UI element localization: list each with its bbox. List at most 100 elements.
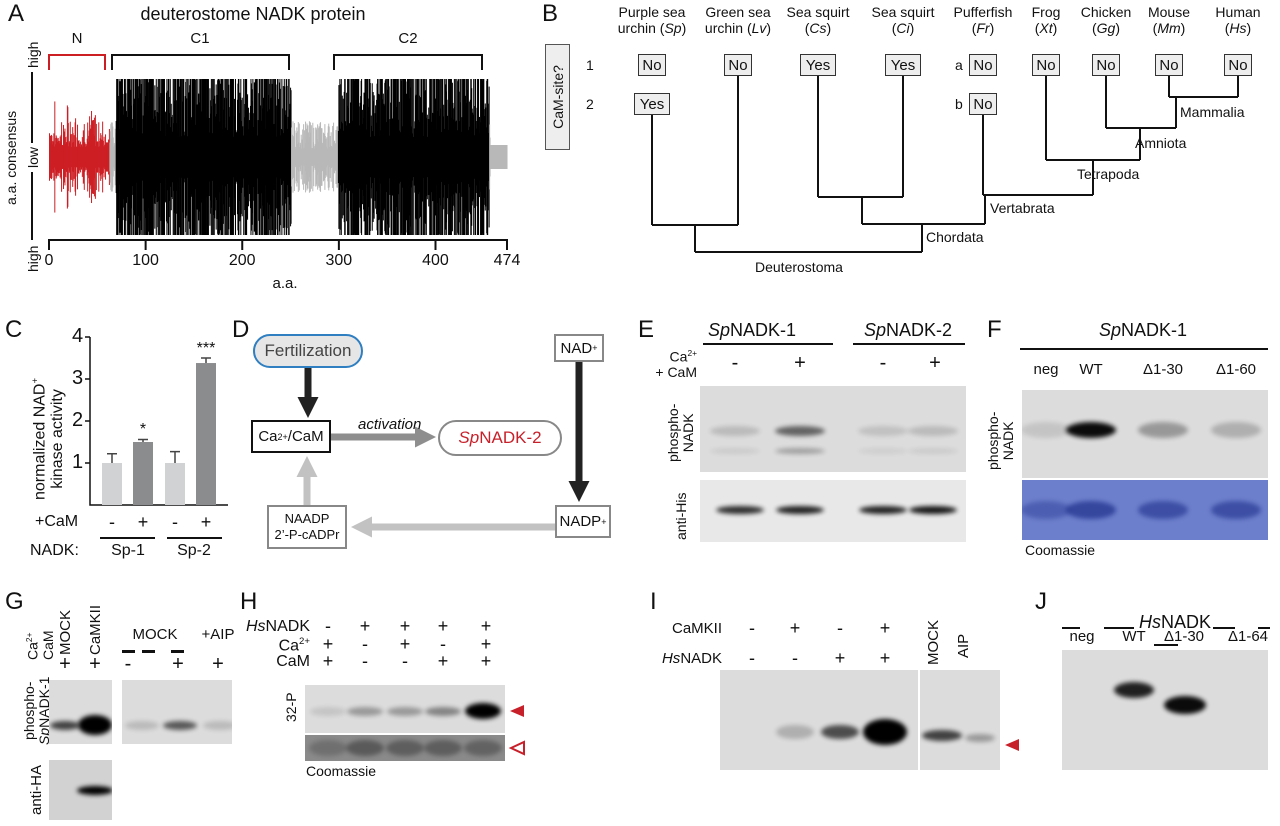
band [125,720,159,730]
band [965,734,995,742]
header-line-1 [703,343,833,345]
band [710,426,760,436]
blot-i-left [720,670,918,770]
band [716,506,764,514]
y-tick-label: 4 [72,325,84,347]
cam-site-1-box: No [969,54,997,76]
label-line: phospho- [665,403,681,462]
domain-label-c1: C1 [190,30,210,47]
ca-sup: 2+ [277,431,288,442]
sign: + [437,651,449,671]
species-name: urchin ( [617,20,665,36]
band [387,706,423,716]
band [775,426,825,436]
cam-site-2-box: Yes [634,93,670,115]
species-paren: ) [1052,20,1058,36]
cam-site-1-box: No [1092,54,1120,76]
y-tick-label: 1 [72,451,84,473]
header-text: NADK-2 [886,320,953,340]
species-name: Mouse [1147,4,1191,20]
sign: + [89,653,101,675]
sign: + [834,648,846,668]
sp-italic: Sp [458,428,480,447]
label-line: NADK [1000,421,1016,461]
blot-phospho-left [49,680,112,744]
x-tick-label: 200 [228,252,256,269]
species-header: Sea squirt(Ci) [871,4,934,36]
sign: + [212,653,224,675]
mock-label: MOCK [925,620,942,665]
header-text: NADK-1 [1121,320,1188,340]
band [424,740,462,756]
species-name: Sea squirt [871,4,935,20]
sign: + [322,651,334,671]
band [77,785,112,795]
sign: + [480,634,492,654]
species-name: ( [1152,20,1158,36]
sp-italic: Sp [707,320,731,340]
row-label-text: CaMKII [671,620,722,637]
band [908,448,958,454]
cam-site-1-box: No [1155,54,1183,76]
ca-sup: 2+ [687,348,697,358]
species-name: Chicken [1080,4,1132,20]
cam-site-1-box: No [724,54,752,76]
dash [1154,644,1178,646]
hs-italic: Hs [1138,612,1161,632]
species-abbr: Sp [664,20,682,36]
mock-label: MOCK [132,626,178,643]
band [775,448,825,454]
band [821,725,859,739]
species-header: Pufferfish(Fr) [954,4,1013,36]
band [310,706,346,716]
band [710,448,760,454]
activation-label: activation [358,416,422,433]
cam-site-1-box: No [1032,54,1060,76]
row-label: HsNADK [246,618,310,636]
species-name: ( [1224,20,1230,36]
kinase-activity-chart [85,336,228,506]
band [909,506,957,514]
dash [171,650,184,653]
anti-his-label: anti-His [673,492,689,540]
species-name: Green sea [705,4,771,20]
header-line [1020,348,1268,350]
row-label-text: CaM [276,653,310,670]
error-bar [138,438,148,442]
header-text: NADK-1 [730,320,797,340]
phospho-nadk-label: phospho-NADK [665,403,696,462]
sign: - [749,618,755,638]
panel-label-b: B [542,0,559,27]
row-label: CaMKII [672,620,722,637]
band [776,506,824,514]
row-label: Ca2+ [279,636,310,655]
panel-label-j: J [1035,588,1047,615]
clade-deuterostoma: Deuterostoma [755,259,843,275]
panel-label-i: I [650,588,657,615]
lane-label: neg [1033,361,1059,378]
species-paren: ) [1115,20,1121,36]
blot-anti-ha [49,760,112,820]
species-paren: ) [681,20,687,36]
coomassie-label: Coomassie [306,763,377,779]
ca-sup: 2+ [24,632,34,643]
sign: + [789,618,801,638]
band [858,426,908,436]
bracket-c2 [333,54,483,70]
band [78,715,112,735]
species-name: ( [1091,20,1097,36]
band [1066,501,1116,519]
species-name: ( [891,20,897,36]
bracket-n [48,54,106,70]
panel-label-d: D [232,316,250,343]
y-tick-label: 2 [72,409,84,431]
header-text: NADK [1160,612,1212,632]
naadp-text: NAADP [284,511,330,526]
species-name: urchin ( [704,20,752,36]
band [163,720,197,730]
row-label: HsNADK [662,650,722,667]
row-label: CaM [276,653,310,671]
species-paren: ) [909,20,915,36]
